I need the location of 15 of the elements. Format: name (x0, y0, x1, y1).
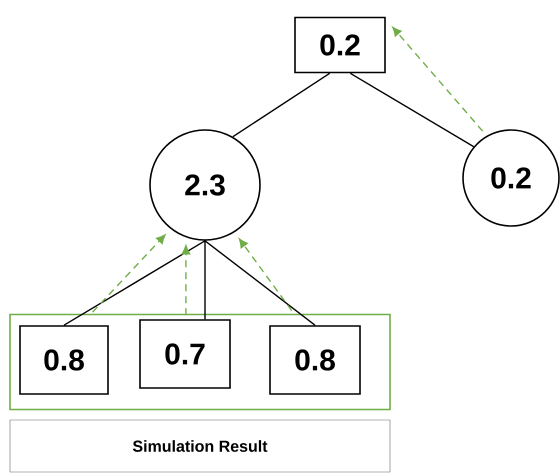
connector-line (64, 240, 206, 326)
value-box: 0.8 (269, 325, 361, 395)
dashed-arrow (392, 26, 484, 132)
connector-line (204, 240, 316, 326)
connector-line (204, 240, 206, 320)
dashed-arrow (92, 234, 166, 313)
dashed-arrow (238, 238, 292, 312)
value-box: 0.8 (19, 325, 109, 395)
dashed-arrow (182, 245, 190, 316)
value-box: 0.7 (139, 319, 231, 389)
connector-line (232, 72, 330, 138)
value-box: 0.2 (294, 16, 386, 74)
result-box: Simulation Result (10, 420, 390, 472)
connector-line (350, 72, 474, 148)
group-box (9, 314, 391, 410)
